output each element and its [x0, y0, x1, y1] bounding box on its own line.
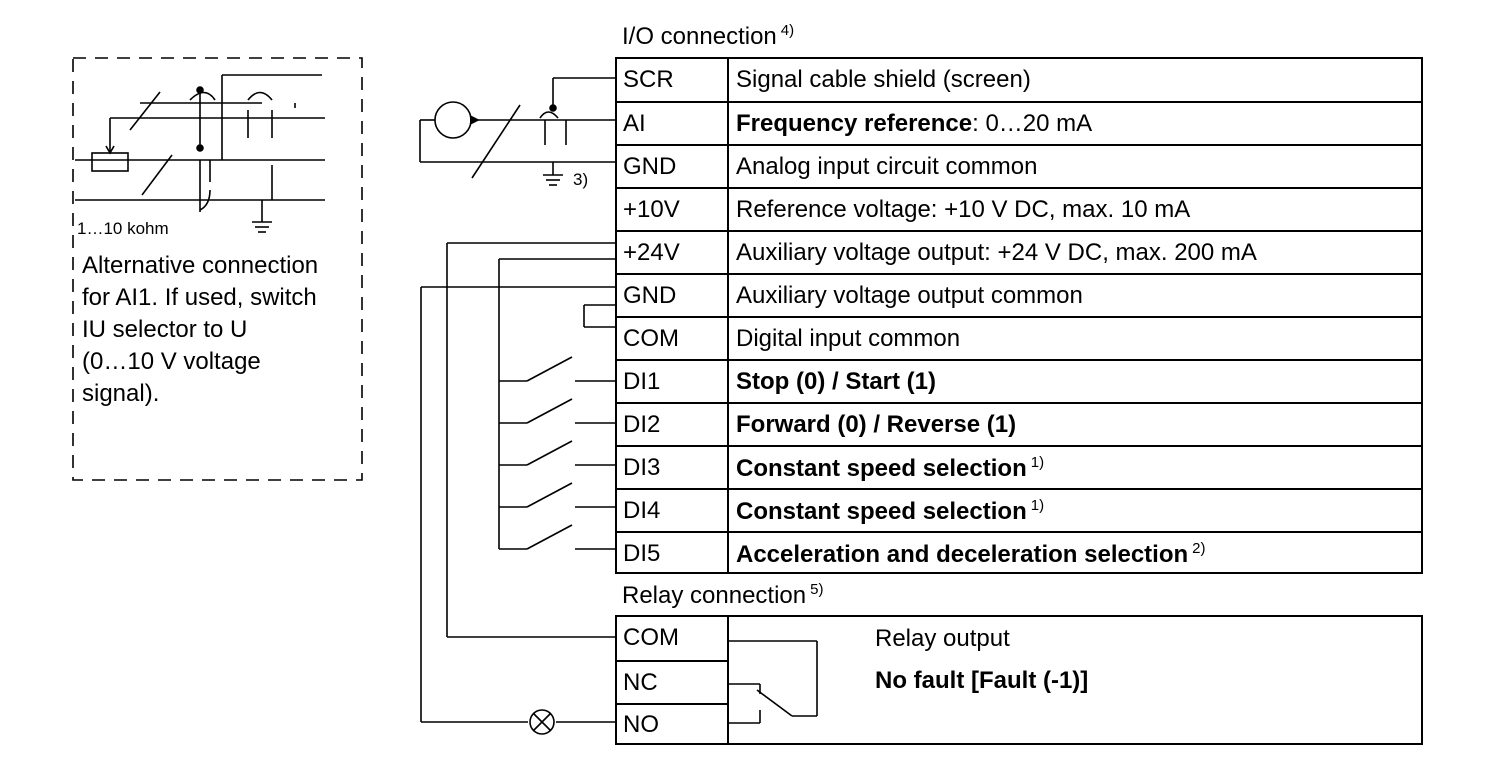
io-row: GND Analog input circuit common — [617, 144, 1421, 187]
io-row: DI1 Stop (0) / Start (1) — [617, 359, 1421, 402]
relay-row: NO — [617, 703, 728, 745]
io-terminal: DI4 — [623, 497, 661, 524]
relay-output-label: Relay output — [875, 625, 1010, 652]
io-desc: Forward (0) / Reverse (1) — [736, 411, 1016, 439]
alt-line: IU selector to U — [82, 316, 248, 343]
io-terminal: GND — [623, 282, 677, 309]
alt-line: for AI1. If used, switch — [82, 284, 317, 311]
io-terminal: GND — [623, 153, 677, 180]
relay-row: COM — [617, 617, 728, 661]
shield-note: 3) — [573, 170, 589, 189]
di-switches — [499, 356, 616, 550]
relay-table-divider — [727, 617, 729, 743]
relay-title-text: Relay connection — [622, 582, 807, 609]
relay-row: NC — [617, 660, 728, 703]
io-desc-text: : 0…20 mA — [972, 110, 1093, 137]
io-terminal: +10V — [623, 196, 680, 223]
io-table: SCR Signal cable shield (screen) AI Freq… — [615, 57, 1423, 574]
alt-line: (0…10 V voltage — [82, 348, 261, 375]
footnote-marker: 1) — [1030, 497, 1045, 514]
io-terminal: DI5 — [623, 540, 661, 567]
resistor-range-label: 1…10 kohm — [77, 219, 169, 238]
io-desc: Frequency reference: 0…20 mA — [736, 110, 1092, 138]
io-terminal: SCR — [623, 66, 674, 93]
io-row: +24V Auxiliary voltage output: +24 V DC,… — [617, 230, 1421, 273]
io-desc: Digital input common — [736, 325, 960, 353]
io-row: DI2 Forward (0) / Reverse (1) — [617, 402, 1421, 445]
io-desc-bold: Constant speed selection — [736, 498, 1027, 525]
io-desc: Analog input circuit common — [736, 153, 1037, 181]
io-terminal: +24V — [623, 239, 680, 266]
io-title-note: 4) — [780, 22, 795, 39]
io-desc-text: Signal cable shield (screen) — [736, 66, 1031, 93]
footnote-marker: 1) — [1030, 454, 1045, 471]
io-desc-bold: Acceleration and deceleration selection — [736, 541, 1189, 568]
io-row: SCR Signal cable shield (screen) — [617, 59, 1421, 102]
io-desc: Reference voltage: +10 V DC, max. 10 mA — [736, 196, 1190, 224]
io-terminal: AI — [623, 110, 646, 137]
alt-line: Alternative connection — [82, 252, 319, 279]
io-desc: Signal cable shield (screen) — [736, 66, 1031, 94]
relay-terminal: NO — [623, 711, 659, 738]
relay-terminal: NC — [623, 669, 658, 696]
io-row: GND Auxiliary voltage output common — [617, 273, 1421, 316]
io-desc-text: Auxiliary voltage output common — [736, 282, 1083, 309]
io-desc-bold: Forward (0) / Reverse (1) — [736, 411, 1017, 438]
io-table-divider — [727, 59, 729, 572]
io-terminal: DI2 — [623, 411, 661, 438]
io-desc: Auxiliary voltage output common — [736, 282, 1083, 310]
relay-table: COM NC NO Relay output No fault [Fault (… — [615, 615, 1423, 745]
io-desc-bold: Stop (0) / Start (1) — [736, 368, 937, 395]
relay-output-desc: No fault [Fault (-1)] — [875, 667, 1089, 694]
io-desc-bold: Constant speed selection — [736, 455, 1027, 482]
relay-title-note: 5) — [810, 581, 824, 598]
io-row: DI5 Acceleration and deceleration select… — [617, 531, 1421, 574]
io-desc-text: Reference voltage: +10 V DC, max. 10 mA — [736, 196, 1191, 223]
io-terminal: COM — [623, 325, 679, 352]
io-desc-text: Auxiliary voltage output: +24 V DC, max.… — [736, 239, 1257, 266]
io-desc-text: Analog input circuit common — [736, 153, 1038, 180]
io-row: COM Digital input common — [617, 316, 1421, 359]
signal-source-icon — [434, 101, 472, 139]
footnote-marker: 2) — [1192, 540, 1206, 557]
alternative-box-border — [72, 57, 363, 481]
io-desc-text: Digital input common — [736, 325, 961, 352]
relay-terminal: COM — [623, 624, 679, 651]
alt-line: signal). — [82, 380, 160, 407]
io-desc-bold: Frequency reference — [736, 110, 973, 137]
io-terminal: DI1 — [623, 368, 661, 395]
lamp-icon — [529, 709, 555, 735]
io-row: AI Frequency reference: 0…20 mA — [617, 101, 1421, 144]
io-desc: Stop (0) / Start (1) — [736, 368, 936, 396]
io-terminal: DI3 — [623, 454, 661, 481]
io-title-text: I/O connection — [622, 23, 777, 50]
alternative-connection-note: Alternative connection for AI1. If used,… — [82, 250, 318, 410]
io-desc: Auxiliary voltage output: +24 V DC, max.… — [736, 239, 1257, 267]
io-row: +10V Reference voltage: +10 V DC, max. 1… — [617, 187, 1421, 230]
